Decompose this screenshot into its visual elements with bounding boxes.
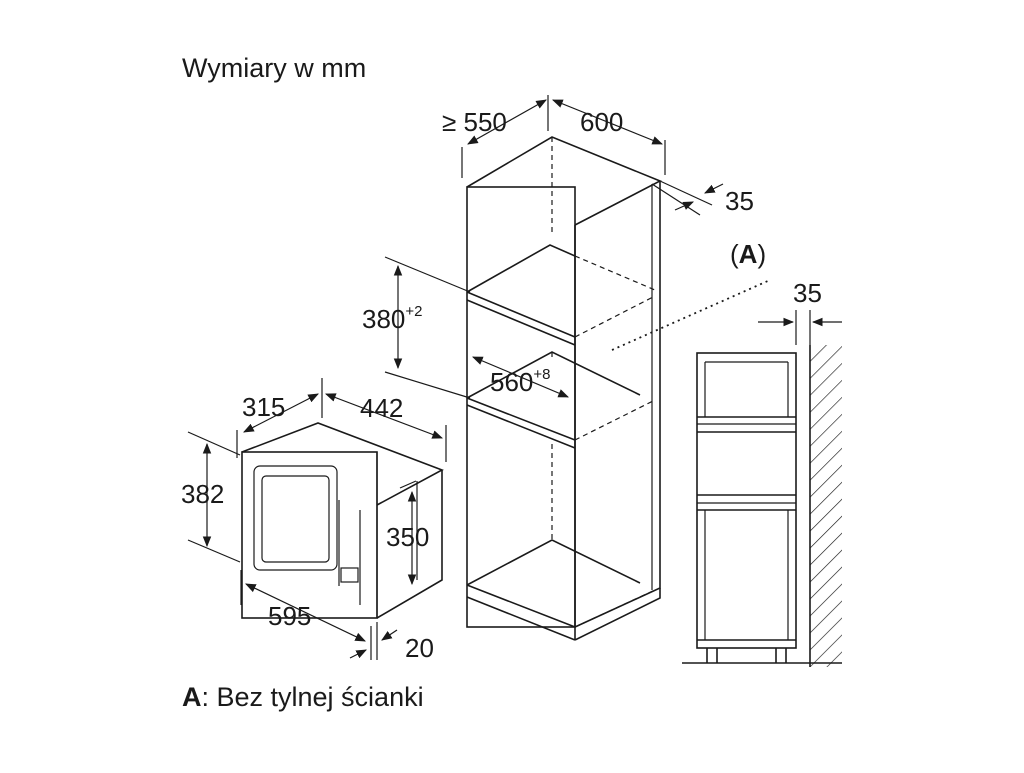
dim-cabinet-depth: ≥ 550 [442,107,507,137]
microwave-dimension-lines [187,378,447,660]
tall-cabinet [466,136,662,641]
dim-cabinet-width: 600 [580,107,623,137]
dim-microwave-frame-height: 382 [181,479,224,509]
dim-niche-height: 380+2 [362,303,423,334]
diagram-title: Wymiary w mm [182,53,366,83]
dim-wall-gap: 35 [793,278,822,308]
dim-niche-width: 560+8 [490,366,551,397]
dim-microwave-depth: 315 [242,392,285,422]
note-label-a: (A) [730,239,766,269]
dim-microwave-frame-width: 595 [268,601,311,631]
dim-microwave-body-width: 442 [360,393,403,423]
side-view [682,310,842,667]
cabinet-dimension-lines [384,95,771,399]
footnote: A: Bez tylnej ścianki [182,682,424,712]
dim-microwave-body-height: 350 [386,522,429,552]
dim-microwave-frame-depth: 20 [405,633,434,663]
dim-panel-thickness: 35 [725,186,754,216]
